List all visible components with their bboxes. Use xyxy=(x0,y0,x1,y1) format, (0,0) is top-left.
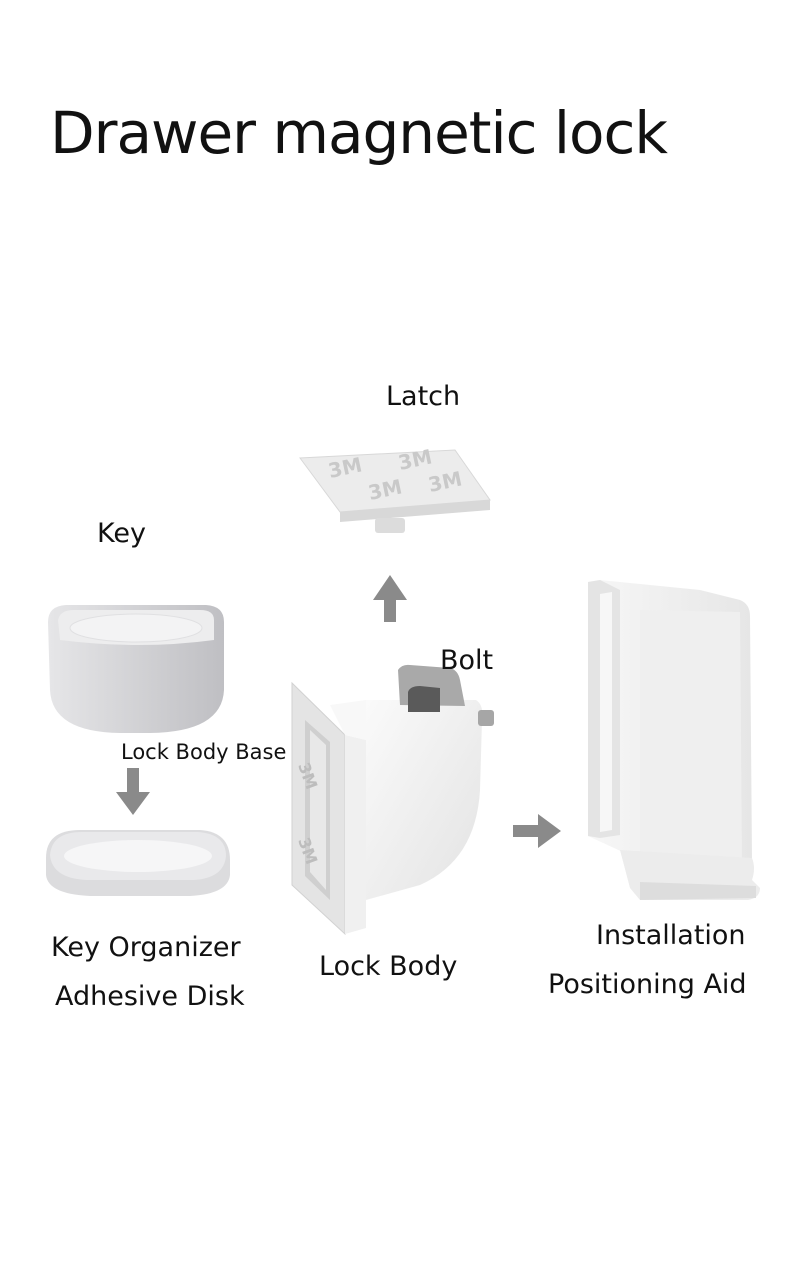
key-part xyxy=(48,605,224,733)
arrow-up-icon xyxy=(373,575,407,622)
page-title: Drawer magnetic lock xyxy=(50,99,668,167)
installation-label-line2: Positioning Aid xyxy=(548,969,747,1000)
arrow-right-icon xyxy=(513,814,561,848)
arrow-down-icon xyxy=(116,768,150,815)
bolt-label: Bolt xyxy=(440,645,494,676)
key-label: Key xyxy=(97,518,146,549)
lock-body-label: Lock Body xyxy=(319,951,458,982)
latch-part: 3M 3M 3M 3M xyxy=(299,444,491,533)
key-organizer-label-line1: Key Organizer xyxy=(51,932,241,963)
lock-body-part: 3M 3M xyxy=(291,664,494,936)
installation-label-line1: Installation xyxy=(596,920,746,951)
lock-body-base-label: Lock Body Base xyxy=(121,740,287,764)
key-organizer-label-line2: Adhesive Disk xyxy=(55,981,245,1012)
key-organizer-disk-part xyxy=(46,830,230,896)
installation-aid-part xyxy=(588,580,760,900)
latch-label: Latch xyxy=(386,381,461,412)
